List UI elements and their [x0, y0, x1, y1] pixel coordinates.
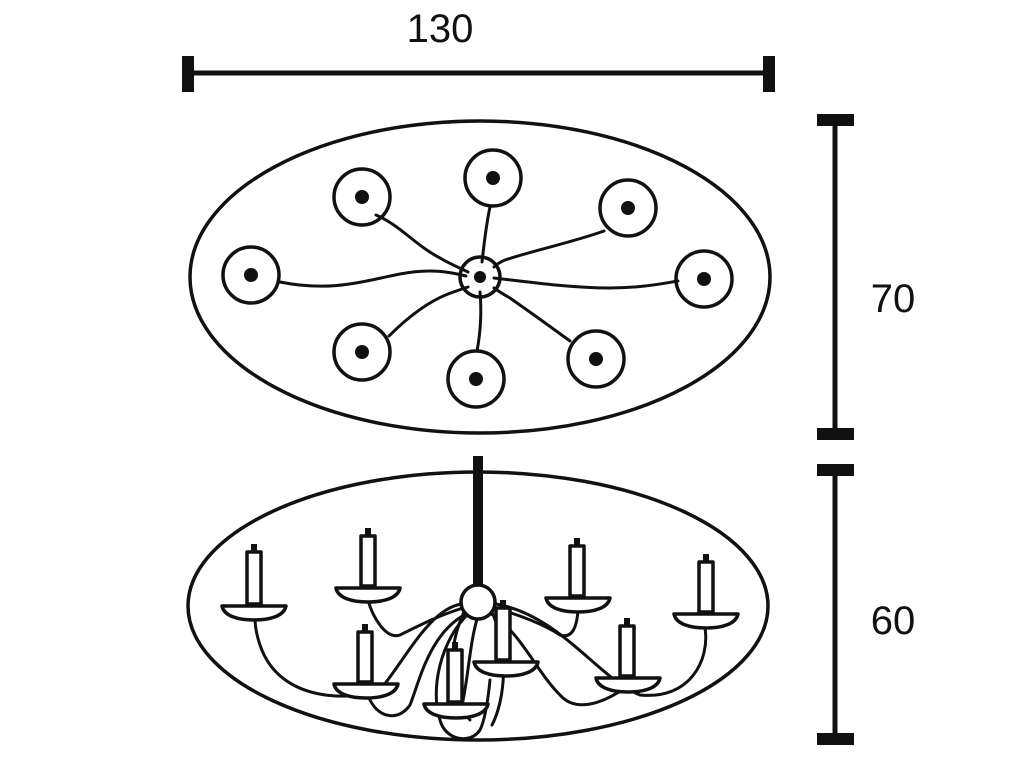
cup-right — [674, 249, 734, 309]
arm-top — [480, 205, 492, 264]
candle-front-left — [332, 624, 400, 700]
candle-back-left — [334, 528, 402, 604]
top-view-cups — [221, 148, 734, 409]
top-view — [188, 119, 772, 435]
depth-dimension: 70 — [817, 114, 915, 440]
cup-left — [221, 245, 281, 305]
arm-right — [492, 276, 680, 290]
height-bottom-tick — [817, 733, 854, 745]
suspension-rod — [473, 456, 483, 588]
side-view-candles — [220, 528, 740, 720]
hub-center — [474, 271, 486, 283]
candle-center-middle — [472, 600, 540, 678]
depth-label: 70 — [871, 277, 916, 321]
depth-top-tick — [817, 114, 854, 126]
height-dimension: 60 — [817, 464, 915, 745]
candle-front-right — [594, 618, 662, 694]
hub-ring — [458, 255, 502, 299]
side-arm-right-outer — [494, 602, 708, 697]
height-top-tick — [817, 464, 854, 476]
side-view — [186, 456, 770, 742]
candle-far-left — [220, 544, 288, 622]
side-view-hub-ball — [459, 583, 497, 621]
top-view-outline — [188, 119, 772, 435]
arm-bottom — [475, 290, 483, 353]
side-arm-left-outer — [253, 602, 464, 698]
candle-back-right — [544, 538, 612, 614]
arm-bottom-left — [387, 285, 470, 338]
cup-top-left — [332, 167, 392, 227]
arm-left — [278, 269, 468, 288]
width-left-tick — [182, 56, 194, 92]
arm-bottom-right — [492, 286, 572, 343]
cup-bottom — [446, 349, 506, 409]
top-view-hub — [458, 255, 502, 299]
depth-bottom-tick — [817, 428, 854, 440]
width-right-tick — [763, 56, 775, 92]
width-dimension: 130 — [182, 7, 775, 92]
cup-bottom-right — [566, 329, 626, 389]
cup-top — [463, 148, 523, 208]
width-label: 130 — [407, 7, 474, 51]
cup-top-right — [598, 178, 658, 238]
arm-top-left — [374, 213, 470, 274]
side-arm-back-left-upper — [366, 598, 465, 638]
side-arm-center-drop — [434, 610, 492, 741]
arm-top-right — [492, 229, 606, 269]
candle-front-center — [422, 642, 490, 720]
candle-far-right — [672, 554, 740, 630]
height-label: 60 — [871, 599, 916, 643]
cup-bottom-left — [332, 322, 392, 382]
